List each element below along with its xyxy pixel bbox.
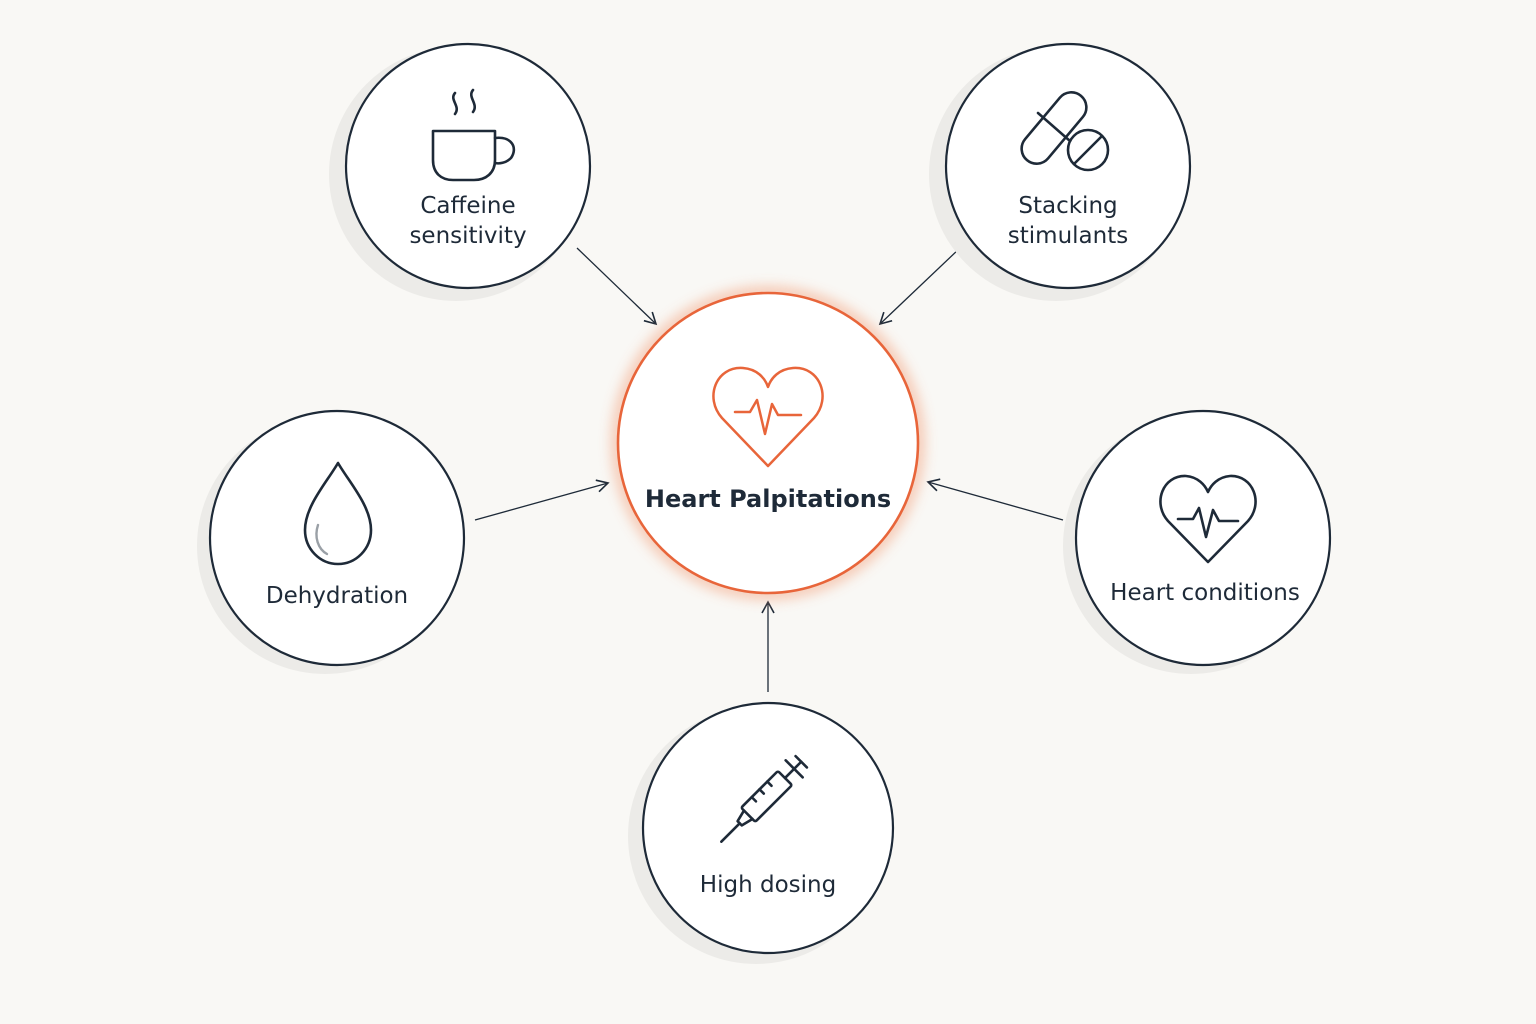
factor-label-line: Dehydration — [265, 583, 409, 609]
factor-label-dehydration: Dehydration — [266, 581, 408, 611]
coffee-cup-icon — [431, 88, 516, 182]
arrow-heart-conditions — [926, 478, 1064, 521]
arrow-caffeine — [576, 247, 658, 326]
center-label: Heart Palpitations — [645, 484, 891, 514]
syringe-icon — [720, 754, 809, 843]
pills-icon — [1020, 91, 1110, 172]
factor-label-line: sensitivity — [409, 223, 527, 249]
arrow-stimulants — [878, 247, 961, 326]
factor-node-heart-conditions — [1063, 409, 1332, 674]
factor-label-line: stimulants — [1007, 223, 1129, 249]
factor-label-line: Stacking — [1018, 193, 1118, 219]
center-node — [613, 288, 923, 598]
water-drop-icon — [303, 461, 373, 566]
factor-label-stimulants: Stacking stimulants — [1008, 191, 1128, 251]
factor-label-line: Heart conditions — [1110, 580, 1300, 606]
heart-pulse-icon — [1159, 474, 1257, 564]
factor-node-stimulants — [929, 42, 1192, 301]
factor-node-high-dosing — [628, 701, 895, 964]
factor-node-caffeine — [329, 42, 592, 301]
factor-label-line: Caffeine — [420, 193, 516, 219]
factor-label-heart-conditions: Heart conditions — [1110, 578, 1300, 608]
factor-label-caffeine: Caffeine sensitivity — [409, 191, 526, 251]
factor-node-dehydration — [197, 409, 466, 674]
factor-label-high-dosing: High dosing — [700, 870, 836, 900]
heart-pulse-icon — [712, 366, 824, 468]
factor-label-line: High dosing — [699, 872, 837, 898]
arrow-dehydration — [474, 479, 610, 521]
center-label-text: Heart Palpitations — [644, 485, 892, 513]
